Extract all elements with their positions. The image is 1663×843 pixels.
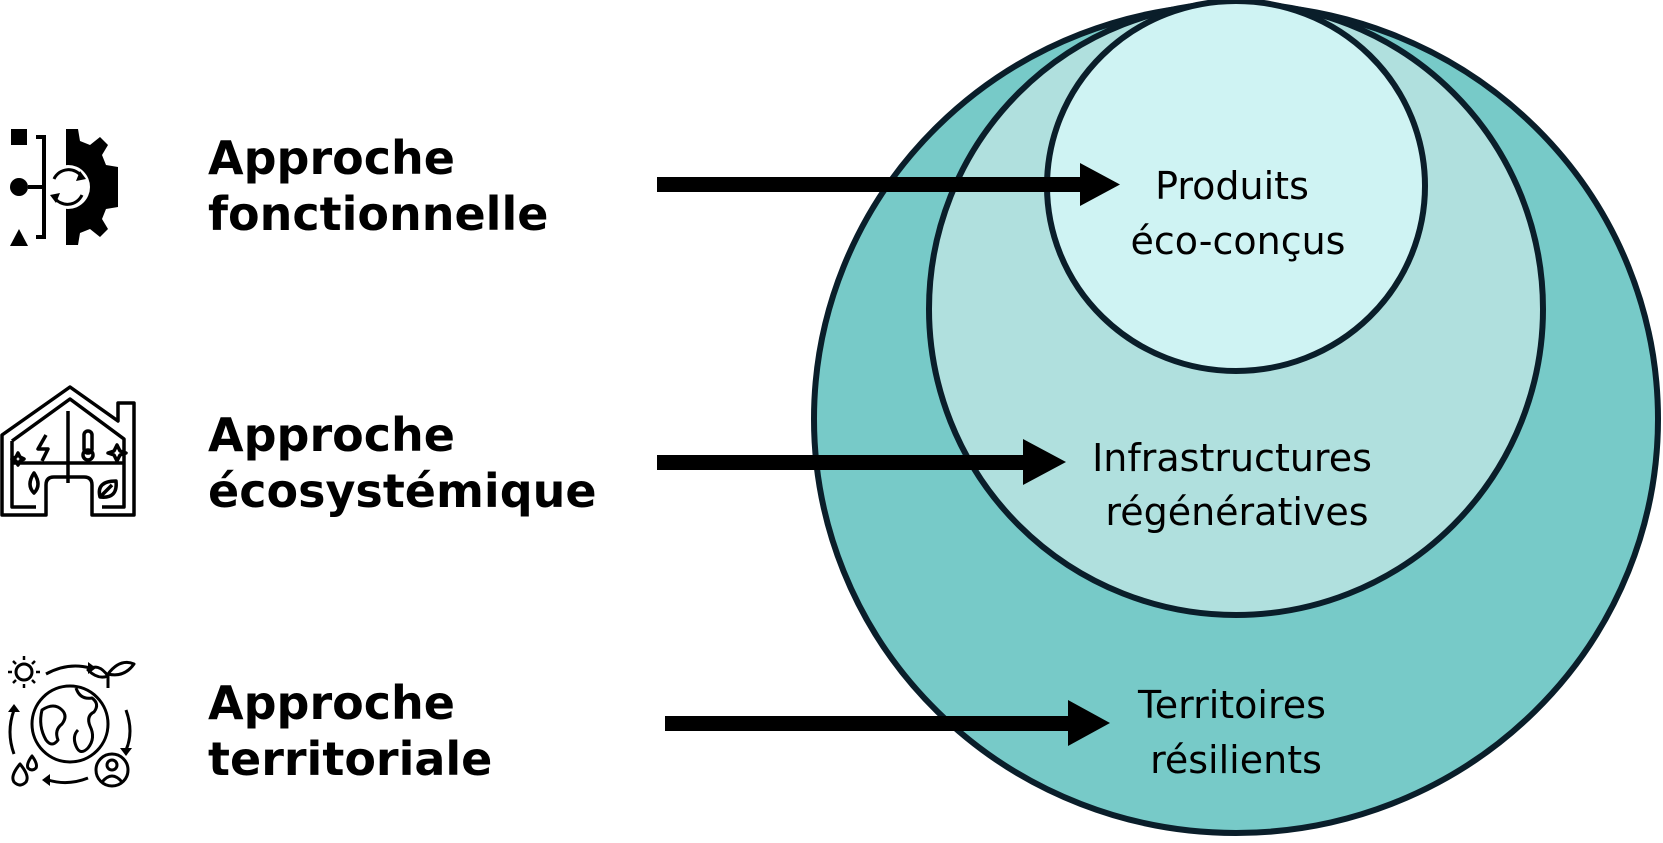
- approach-label-fonctionnelle-line2: fonctionnelle: [208, 187, 549, 241]
- circle-infrastructures-label-1: Infrastructures: [1092, 436, 1372, 480]
- approach-label-ecosystemique: Approche écosystémique: [208, 407, 597, 519]
- approach-label-ecosystemique-line1: Approche: [208, 408, 455, 462]
- circle-territoires-label-2: résilients: [1150, 738, 1322, 782]
- arrow-fonctionnelle: [657, 163, 1120, 206]
- arrow-ecosystemique: [657, 439, 1066, 485]
- approach-label-fonctionnelle-line1: Approche: [208, 131, 455, 185]
- approach-label-fonctionnelle: Approche fonctionnelle: [208, 130, 548, 242]
- approach-label-territoriale: Approche territoriale: [208, 675, 492, 787]
- functional-gear-icon: [6, 125, 134, 249]
- circle-produits-label-1: Produits: [1155, 164, 1309, 208]
- house-ecosystem-icon: [0, 385, 138, 523]
- approach-label-ecosystemique-line2: écosystémique: [208, 464, 597, 518]
- arrow-territoriale: [665, 700, 1110, 746]
- approach-label-territoriale-line2: territoriale: [208, 732, 493, 786]
- circle-produits-label-2: éco-conçus: [1131, 219, 1346, 263]
- globe-cycle-icon: [2, 652, 138, 790]
- circle-infrastructures-label-2: régénératives: [1105, 490, 1368, 534]
- circle-territoires-label-1: Territoires: [1137, 683, 1326, 727]
- approach-label-territoriale-line1: Approche: [208, 676, 455, 730]
